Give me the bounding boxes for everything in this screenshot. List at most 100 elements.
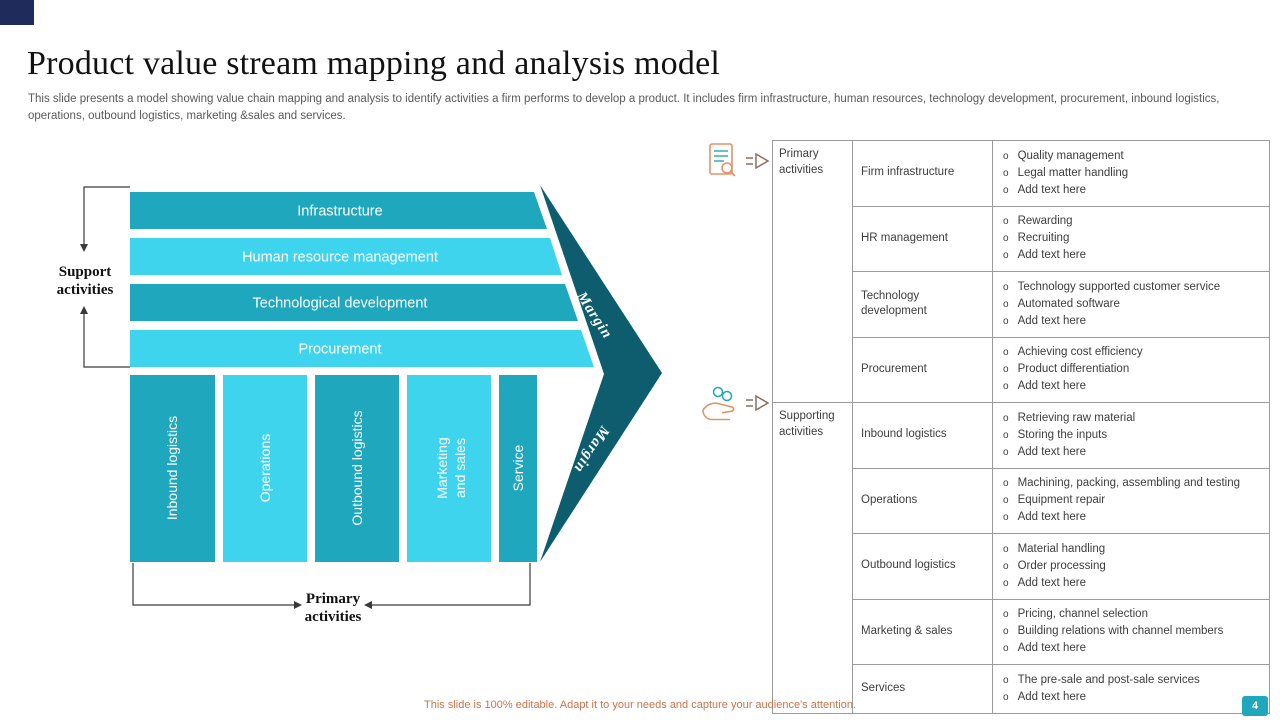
margin-chevron[interactable] — [540, 185, 662, 562]
bullet-text: Technology supported customer service — [1017, 280, 1221, 293]
support-activities-label-line1[interactable]: Support — [59, 264, 112, 280]
support-bar-infrastructure[interactable]: Infrastructure — [130, 192, 547, 229]
bullet-item: o Retrieving raw material — [1003, 411, 1261, 427]
footer-note: This slide is 100% editable. Adapt it to… — [424, 699, 856, 711]
bullet-marker-icon: o — [1003, 381, 1009, 392]
bullet-marker-icon: o — [1003, 691, 1009, 703]
primary-bar-outbound-logistics[interactable]: Outbound logistics — [315, 375, 399, 562]
page-number-badge: 4 — [1242, 696, 1268, 716]
bullet-marker-icon: o — [1003, 281, 1009, 293]
bullet-marker-icon: o — [1003, 412, 1009, 424]
table-category-cell[interactable]: Outbound logistics — [852, 533, 993, 600]
bullet-marker-icon: o — [1003, 298, 1009, 310]
bullet-text: Add text here — [1017, 511, 1086, 523]
table-category-cell[interactable]: Operations — [852, 467, 993, 534]
bullet-text: Add text here — [1017, 183, 1086, 196]
table-category-cell[interactable]: Technology development — [852, 271, 993, 338]
hand-coins-icon[interactable] — [698, 383, 742, 423]
bullet-text: Add text here — [1017, 314, 1086, 327]
table-category-cell[interactable]: Marketing & sales — [852, 598, 993, 665]
corner-accent — [0, 0, 34, 25]
bar-shape — [130, 192, 547, 229]
audit-document-icon[interactable] — [698, 141, 742, 181]
primary-bar-operations[interactable]: Operations — [223, 375, 307, 562]
bar-shape — [407, 375, 491, 562]
bullet-marker-icon: o — [1003, 478, 1009, 489]
bullet-item: o Add text here — [1003, 641, 1261, 657]
bar-label: Procurement — [298, 342, 381, 358]
primary-activities-label-line1[interactable]: Primary — [306, 591, 361, 607]
page-title[interactable]: Product value stream mapping and analysi… — [27, 44, 721, 82]
bar-shape — [130, 375, 215, 562]
bullet-marker-icon: o — [1003, 184, 1009, 196]
bullet-marker-icon: o — [1003, 233, 1009, 244]
bullet-text: Machining, packing, assembling and testi… — [1017, 477, 1241, 489]
table-group-cell[interactable]: Supporting activities — [772, 402, 853, 714]
bullet-text: Add text here — [1017, 690, 1086, 703]
bullet-item: o Add text here — [1003, 183, 1261, 199]
primary-bar-marketing-and-sales[interactable]: Marketing and sales — [407, 375, 491, 562]
table-items-cell[interactable]: o Machining, packing, assembling and test… — [992, 467, 1270, 534]
table-row: Operations o Machining, packing, assemblin… — [773, 467, 1270, 534]
support-activities-label-line2: activities — [57, 282, 114, 298]
bullet-marker-icon: o — [1003, 543, 1009, 555]
primary-arrow-right-icon — [294, 601, 302, 609]
bullet-text: Pricing, channel selection — [1017, 608, 1148, 620]
bullet-text: Retrieving raw material — [1017, 411, 1136, 424]
bullet-text: Rewarding — [1017, 215, 1073, 227]
table-category-cell[interactable]: Inbound logistics — [852, 402, 993, 469]
bar-label: Operations — [257, 434, 273, 502]
support-bar-hr-management[interactable]: Human resource management — [130, 238, 562, 275]
table-group-cell[interactable]: Primary activities — [772, 140, 853, 403]
bullet-text: Achieving cost efficiency — [1017, 346, 1143, 358]
slide-description[interactable]: This slide presents a model showing valu… — [28, 92, 1220, 122]
primary-bar-inbound-logistics[interactable]: Inbound logistics — [130, 375, 215, 562]
bullet-text: Add text here — [1017, 642, 1086, 654]
flow-arrow-icon — [746, 394, 770, 412]
bullet-text: Quality management — [1017, 149, 1124, 162]
bar-label: Infrastructure — [297, 204, 382, 220]
support-bar-procurement[interactable]: Procurement — [130, 330, 594, 367]
primary-bar-service[interactable]: Service — [499, 375, 537, 562]
bar-shape — [499, 375, 537, 562]
table-category-cell[interactable]: HR management — [852, 205, 993, 272]
table-category-cell[interactable]: Firm infrastructure — [852, 140, 993, 207]
bullet-marker-icon: o — [1003, 446, 1009, 458]
bar-shape — [130, 284, 578, 321]
bullet-text: Equipment repair — [1017, 494, 1106, 506]
primary-bracket-left-line — [132, 563, 295, 606]
table-category-cell[interactable]: Services — [852, 664, 993, 714]
value-chain-diagram: Margin Margin Infrastructure Human resou… — [57, 185, 662, 625]
support-bar-technological-development[interactable]: Technological development — [130, 284, 578, 321]
bullet-text: Material handling — [1017, 542, 1106, 555]
table-category-cell[interactable]: Procurement — [852, 336, 993, 403]
bullet-marker-icon: o — [1003, 643, 1009, 654]
bar-label-line1: Marketing — [434, 437, 450, 498]
bullet-text: Legal matter handling — [1017, 166, 1129, 179]
bullet-text: Product differentiation — [1017, 363, 1130, 375]
bar-shape — [223, 375, 307, 562]
